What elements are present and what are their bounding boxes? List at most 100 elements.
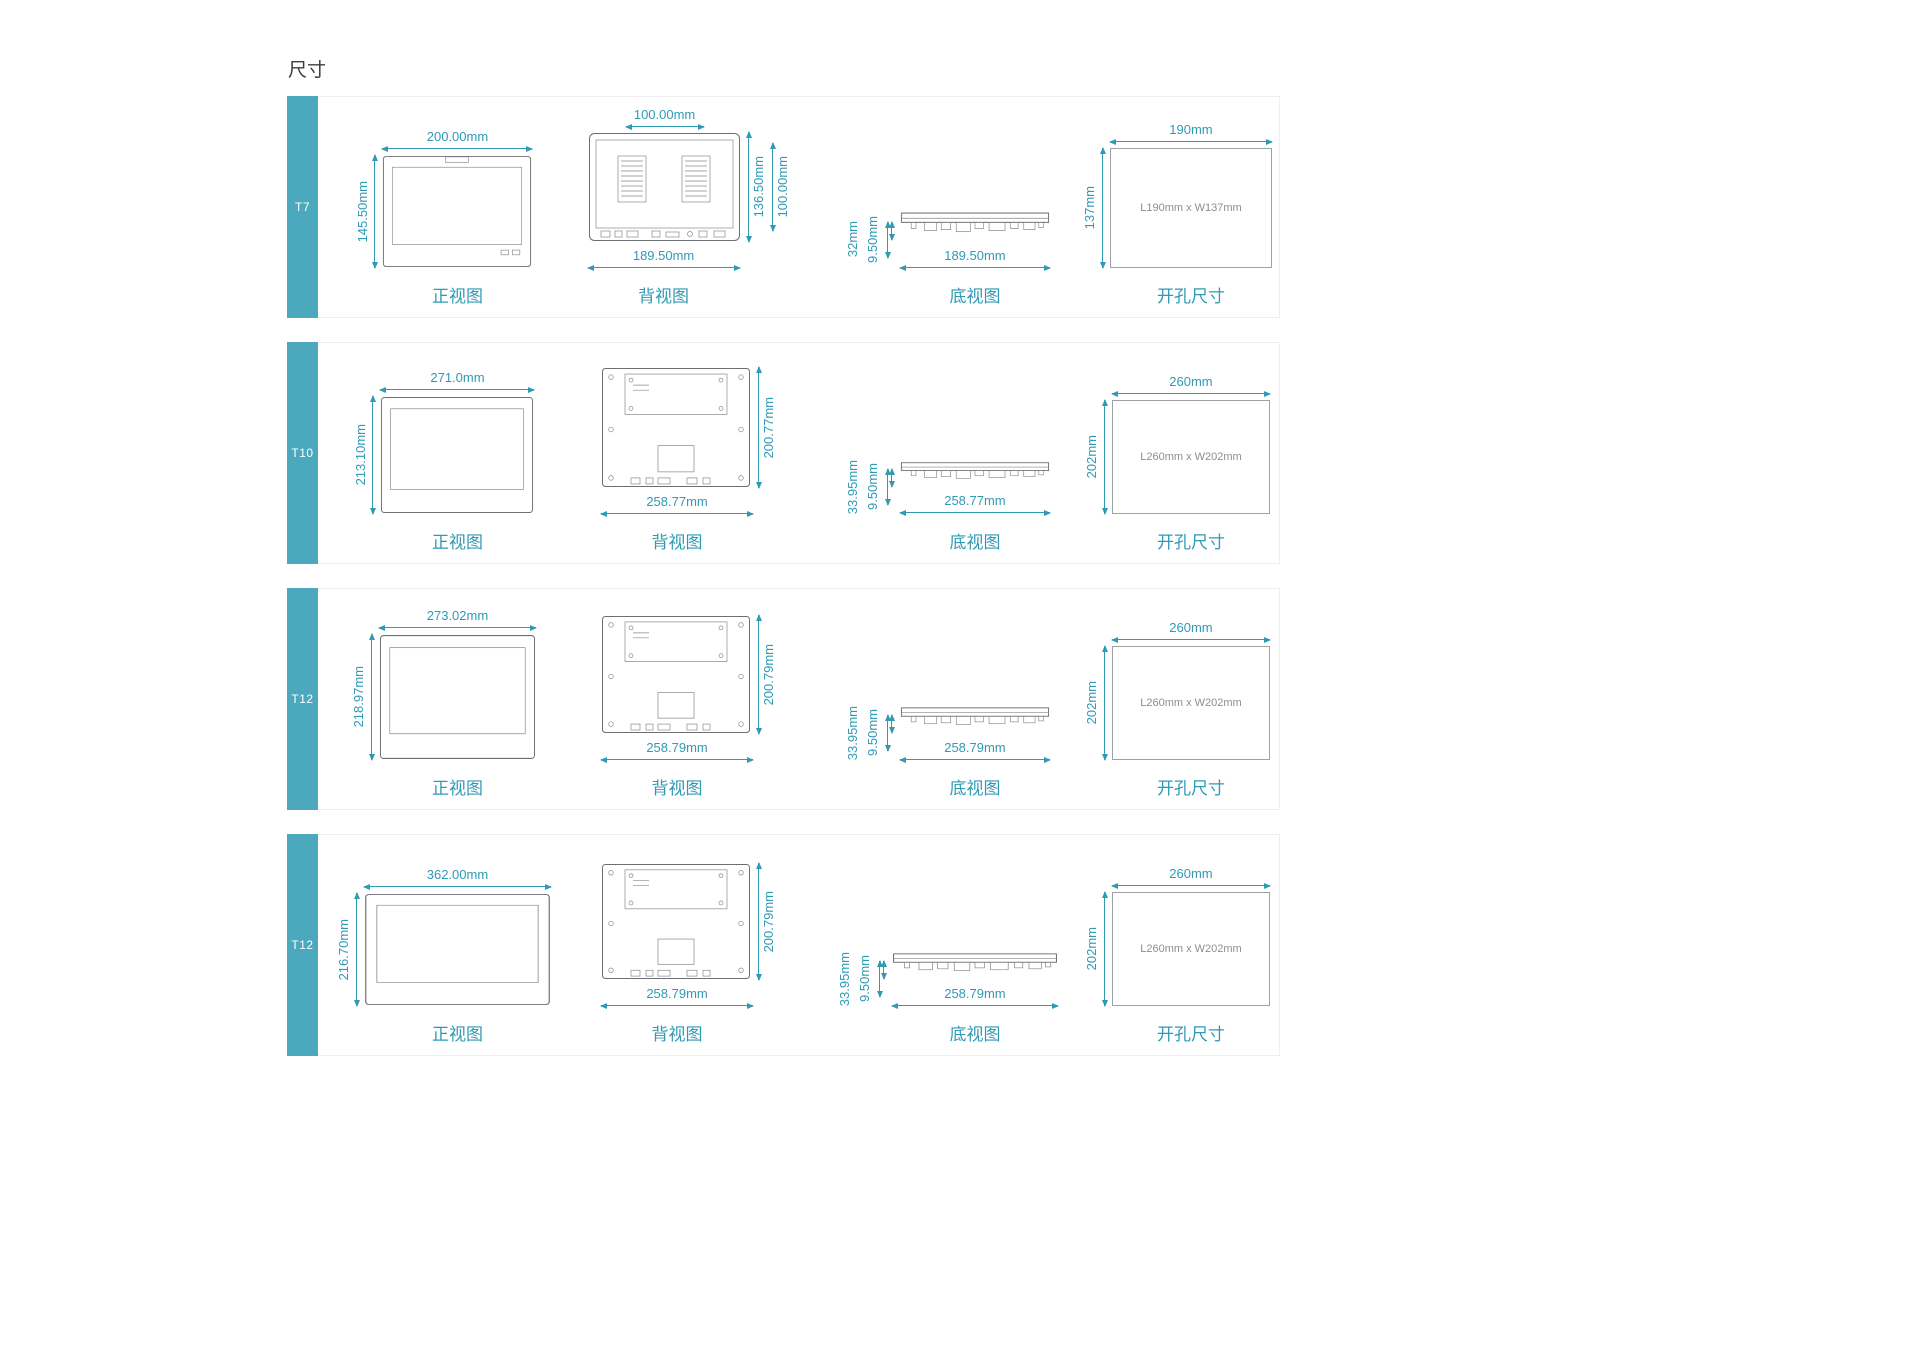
back-height-value: 200.79mm — [761, 643, 777, 706]
back-view-group: 200.77mm 258.77mm 背视图 — [600, 366, 777, 553]
model-label: T10 — [291, 446, 314, 460]
front-view-caption: 正视图 — [431, 533, 483, 552]
bottom-inset-value: 9.50mm — [865, 709, 880, 757]
dimension-line — [362, 884, 552, 890]
dimension-line — [600, 511, 755, 517]
back-view-cell: 200.79mm 258.79mm 背视图 — [564, 599, 814, 799]
dimension-line — [745, 131, 752, 244]
bottom-inset-value: 9.50mm — [857, 955, 872, 1003]
page-title: 尺寸 — [288, 60, 327, 81]
back-spacing-dimension: 100.00mm — [769, 142, 791, 233]
dimension-line — [1101, 399, 1108, 515]
bottom-drawing-column: 258.77mm — [898, 461, 1051, 516]
bottom-view-caption: 底视图 — [949, 533, 1001, 552]
dimension-line — [888, 713, 895, 734]
bottom-view-group: 32mm 9.50mm — [845, 211, 1051, 271]
back-width-dimension: 189.50mm — [586, 248, 741, 271]
dimension-line — [880, 959, 887, 980]
dimension-row: T12 362.00mm 216.70mm — [287, 834, 1280, 1056]
bottom-drawing-column: 189.50mm — [898, 211, 1051, 271]
cutout-width-value: 260mm — [1169, 374, 1213, 390]
bottom-view-cell: 33.95mm 9.50mm — [814, 845, 1082, 1045]
cutout-height-value: 202mm — [1084, 927, 1100, 971]
bottom-view-group: 33.95mm 9.50mm — [837, 951, 1059, 1009]
front-width-dimension: 362.00mm — [362, 867, 552, 890]
bottom-width-value: 189.50mm — [944, 248, 1006, 264]
front-view-group: 273.02mm 218.97mm — [351, 608, 537, 799]
cutout-rect: L260mm x W202mm — [1111, 892, 1270, 1006]
model-label: T7 — [294, 200, 310, 214]
bottom-width-dimension: 258.77mm — [898, 493, 1051, 516]
bottom-view-drawing — [900, 462, 1049, 479]
back-drawing-row: 200.77mm — [601, 366, 777, 490]
dimension-line — [898, 265, 1051, 271]
cutout-height-dimension: 202mm — [1084, 399, 1108, 515]
back-width-value: 258.79mm — [646, 986, 708, 1002]
dimension-line — [890, 1002, 1059, 1009]
bottom-height-value: 33.95mm — [837, 951, 853, 1006]
cutout-width-value: 190mm — [1169, 122, 1213, 138]
dimension-line — [381, 146, 534, 152]
cutout-cell: 260mm 202mm L260mm x W202mm 开孔尺寸 — [1082, 353, 1273, 553]
bottom-width-dimension: 189.50mm — [898, 248, 1051, 271]
model-label: T12 — [291, 938, 314, 952]
dimension-row: T7 200.00mm 145.50mm — [287, 96, 1280, 318]
front-height-dimension: 218.97mm — [351, 633, 375, 761]
back-view-caption: 背视图 — [638, 287, 690, 306]
cutout-caption: 开孔尺寸 — [1156, 287, 1225, 306]
bottom-dimension-lines — [884, 220, 895, 259]
dimension-line — [888, 467, 895, 488]
back-view-group: 200.79mm 258.79mm 背视图 — [600, 614, 777, 799]
front-view-cell: 273.02mm 218.97mm — [324, 599, 564, 799]
bottom-view-caption: 底视图 — [949, 779, 1001, 798]
row-views: 200.00mm 145.50mm — [318, 96, 1280, 318]
front-width-value: 200.00mm — [426, 129, 489, 145]
cutout-width-dimension: 190mm — [1108, 122, 1273, 145]
back-height-dimension: 200.79mm — [756, 614, 777, 736]
bottom-drawing-column: 258.79mm — [898, 706, 1051, 763]
front-width-value: 271.0mm — [430, 370, 485, 386]
cutout-caption: 开孔尺寸 — [1156, 779, 1225, 798]
bottom-height-value: 33.95mm — [845, 705, 861, 760]
dimension-line — [884, 467, 891, 506]
front-view-cell: 200.00mm 145.50mm — [324, 107, 564, 307]
back-view-group: 100.00mm — [586, 107, 791, 307]
front-view-caption: 正视图 — [431, 1025, 483, 1044]
row-views: 271.0mm 213.10mm — [318, 342, 1280, 564]
cutout-group: 260mm 202mm L260mm x W202mm 开孔尺寸 — [1084, 866, 1271, 1045]
bottom-dimension-lines — [884, 713, 895, 752]
dimension-line — [600, 757, 755, 763]
model-label: T12 — [291, 692, 314, 706]
cutout-rect: L190mm x W137mm — [1109, 148, 1272, 268]
cutout-width-dimension: 260mm — [1110, 866, 1271, 889]
model-tab: T12 — [287, 588, 318, 810]
back-height-dimension: 200.77mm — [756, 366, 777, 490]
bottom-height-value: 33.95mm — [845, 459, 861, 514]
front-view-cell: 271.0mm 213.10mm — [324, 353, 564, 553]
bottom-width-dimension: 258.79mm — [898, 739, 1051, 763]
bottom-view-drawing — [892, 953, 1057, 971]
dimension-line — [756, 366, 763, 490]
bottom-inset-value: 9.50mm — [865, 463, 880, 511]
front-width-dimension: 200.00mm — [381, 129, 534, 152]
front-height-dimension: 216.70mm — [336, 892, 360, 1007]
dimension-row: T12 273.02mm 218.97mm — [287, 588, 1280, 810]
cutout-width-value: 260mm — [1169, 620, 1213, 636]
cutout-cell: 260mm 202mm L260mm x W202mm 开孔尺寸 — [1082, 845, 1273, 1045]
dimension-line — [756, 862, 763, 982]
cutout-cell: 190mm 137mm L190mm x W137mm 开孔尺寸 — [1082, 107, 1273, 307]
back-view-group: 200.79mm 258.79mm 背视图 — [600, 862, 777, 1045]
back-top-dimension: 100.00mm — [624, 107, 705, 131]
back-side-dimensions: 200.77mm — [756, 366, 777, 490]
front-height-value: 216.70mm — [336, 918, 352, 981]
front-width-value: 362.00mm — [426, 867, 489, 883]
dimension-line — [1110, 637, 1271, 643]
back-view-drawing — [588, 133, 740, 242]
front-height-value: 145.50mm — [354, 180, 370, 243]
dimension-line — [624, 124, 705, 131]
dimension-line — [769, 142, 776, 233]
back-width-value: 258.77mm — [646, 494, 708, 510]
bottom-width-value: 258.79mm — [944, 985, 1006, 1001]
dimension-line — [379, 387, 536, 393]
bottom-width-value: 258.79mm — [944, 739, 1006, 755]
